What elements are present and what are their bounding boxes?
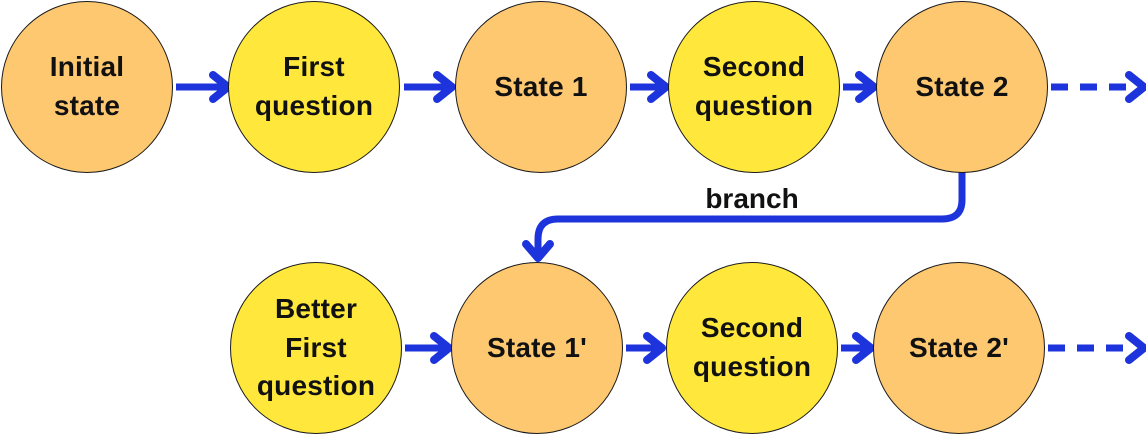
arrowhead-right-icon [643,332,666,364]
node-label-line: question [692,351,812,382]
node-label-line: question [694,90,814,121]
arrow-state1-prime-to-second-question [626,332,666,364]
arrow-state1-to-second-question [630,71,670,103]
node-state-1-prime: State 1' [451,262,623,434]
branch-arrow [522,168,966,262]
node-state-2-prime: State 2' [873,262,1045,434]
arrow-state2-prime-continuation [1048,332,1146,364]
arrow-second-question-to-state2-prime [841,332,875,364]
arrowhead-right-icon [855,71,878,103]
node-label-line: Second [700,312,804,344]
node-label-line: question [256,370,376,402]
node-label-line: Second [702,51,806,83]
node-label-line: State 2' [908,331,1010,363]
arrow-initial-to-first-question [176,71,232,103]
node-label-line: Better [274,293,358,325]
arrowhead-right-icon [647,71,670,103]
arrow-state2-continuation [1051,71,1146,103]
node-label-line: State 1 [494,70,588,102]
arrowhead-right-icon [430,332,453,364]
node-initial-state: Initial state [1,1,173,173]
node-label-line: State 1' [486,331,588,363]
node-first-question: First question [228,1,400,173]
arrow-second-question-to-state2 [843,71,878,103]
arrowhead-right-icon [433,71,456,103]
node-label-line: First [283,51,345,83]
branch-arrow-label: branch [705,183,799,214]
arrowhead-right-icon [1125,71,1146,103]
arrow-better-first-to-state1-prime [405,332,453,364]
branch-shaft [534,168,966,256]
node-state-2: State 2 [876,1,1048,173]
node-label-line: question [254,90,374,121]
arrow-first-question-to-state1 [404,71,456,103]
node-label-line: State 2 [915,70,1009,102]
arrowhead-down-icon [522,240,554,262]
node-label-line: state [53,90,121,121]
arrowhead-right-icon [852,332,875,364]
node-second-question-top: Second question [668,1,840,173]
node-second-question-bottom: Second question [666,262,838,434]
node-label-line: Initial [49,51,125,83]
node-label-line: First [285,331,347,363]
arrowhead-right-icon [1125,332,1146,364]
node-state-1: State 1 [455,1,627,173]
